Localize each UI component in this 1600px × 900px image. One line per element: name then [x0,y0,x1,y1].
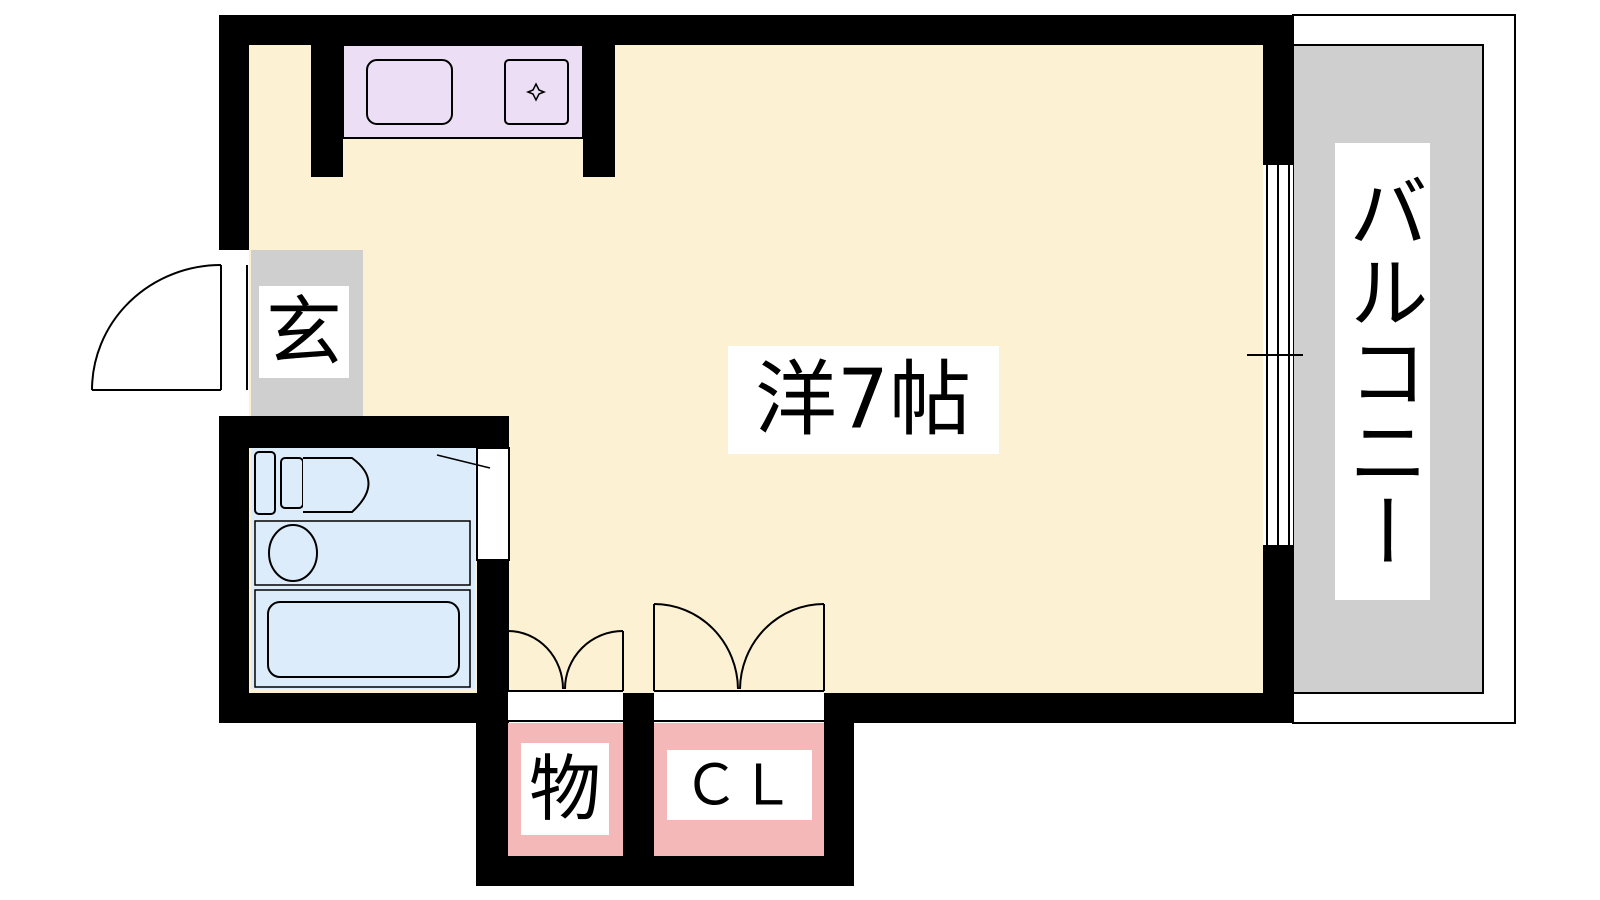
stove-burner-icon [525,82,547,102]
bathroom-door [436,447,510,561]
closet-label-bg [667,750,812,820]
bathroom [254,451,471,688]
balcony-window [1247,165,1303,545]
walls [219,15,1293,886]
entrance-door-swing [91,264,222,391]
storage-label: 物 [529,747,601,831]
stove [504,59,569,125]
entrance-label: 玄 [266,288,342,377]
sink [366,59,453,125]
balcony-label-bg [1335,143,1430,600]
washbasin-icon [254,520,471,586]
main-room-label: 洋7帖 [755,353,971,448]
main-room-label-bg [728,346,999,454]
balcony-label: バルコニー [1336,171,1429,571]
closet-doors [653,603,825,722]
closet-label: ＣＬ [683,754,795,819]
entrance-door [91,264,249,391]
storage-doors [507,630,624,722]
kitchen [342,44,584,139]
storage-label-bg [521,743,609,835]
entrance-label-bg [259,286,349,378]
toilet-icon [254,451,370,515]
bathtub-icon [254,589,471,688]
